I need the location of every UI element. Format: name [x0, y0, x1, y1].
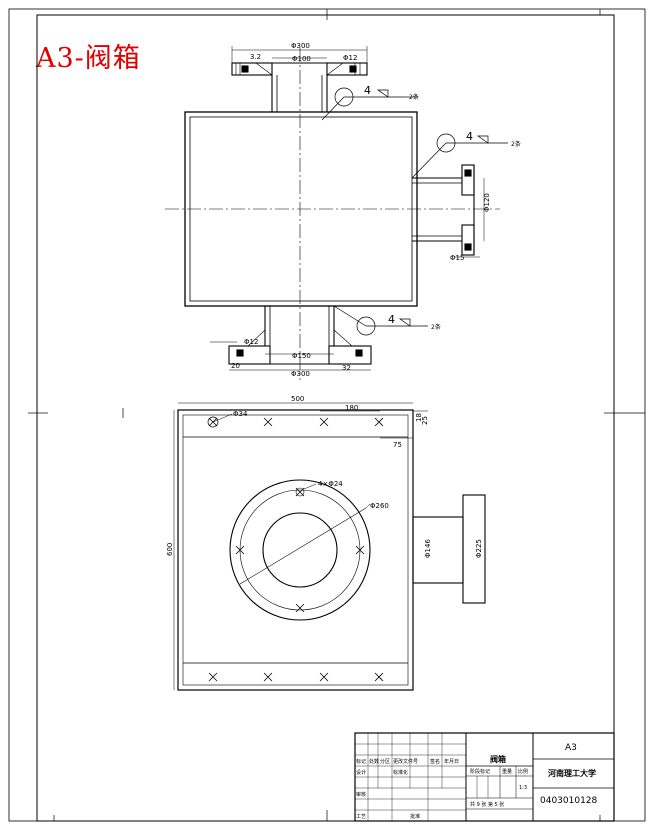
weld-callouts: [321, 87, 508, 336]
dim-right-hole-d: Φ15: [450, 254, 464, 262]
tb-label-approve: 批准: [410, 813, 420, 820]
tb-label-std: 标准化: [393, 769, 408, 776]
tb-label-process: 工艺: [356, 814, 366, 820]
dim-side-pipe-d: Φ146: [424, 539, 432, 558]
plan-dim-text: 500 180 18 75 Φ34 4×Φ24 Φ260 600 Φ146 Φ2…: [166, 395, 483, 558]
tb-label-scale: 比例: [518, 768, 528, 775]
tb-label-sign: 签名: [430, 758, 440, 765]
tb-label-design: 设计: [356, 769, 366, 776]
title-block: 阀箱 A3 河南理工大学 0403010128 标记 处数 分区 更改文件号 签…: [354, 732, 615, 822]
dim-bolt-holes: 4×Φ24: [318, 480, 343, 488]
plan-side-pipe: [412, 494, 486, 604]
weld-1-size: 4: [364, 84, 371, 97]
dim-bottom-flange-d: Φ300: [291, 370, 310, 378]
dim-side-flange-edge: 25: [421, 416, 429, 425]
top-pipe: [271, 75, 328, 112]
right-pipe: [412, 177, 462, 242]
dim-plan-edge: 75: [393, 441, 402, 449]
dim-bottom-flange-chamfer: 32: [342, 364, 351, 372]
front-dim-text: Φ300 Φ100 3.2 Φ12 Φ120 Φ15 Φ12 Φ150 Φ300…: [231, 42, 491, 378]
dim-top-flange-d: Φ300: [291, 42, 310, 50]
centre-lines: [165, 48, 500, 380]
weld-2-size: 4: [466, 130, 473, 143]
tb-part-name: 阀箱: [490, 754, 506, 764]
dim-plan-height: 600: [166, 543, 174, 556]
tb-label-zone: 分区: [380, 758, 390, 765]
dim-side-flange-d: Φ225: [475, 539, 483, 558]
tb-label-weight: 重量: [502, 768, 512, 775]
weld-3-size: 4: [388, 313, 395, 326]
tb-label-change: 更改文件号: [393, 758, 418, 765]
right-flange: [461, 164, 475, 256]
tb-scale-value: 1:3: [519, 785, 527, 791]
dim-bottom-flange-thk: 20: [231, 362, 240, 370]
dim-top-pipe-d: Φ100: [292, 55, 311, 63]
front-view: Φ300 Φ100 3.2 Φ12 Φ120 Φ15 Φ12 Φ150 Φ300…: [165, 42, 521, 380]
tb-label-date: 年月日: [444, 758, 459, 765]
bottom-pipe: [264, 306, 335, 346]
tb-sheets: 共 9 张 第 5 张: [470, 801, 504, 808]
plan-view: 500 180 18 75 Φ34 4×Φ24 Φ260 600 Φ146 Φ2…: [166, 395, 486, 691]
tb-drawing-no: 0403010128: [540, 796, 598, 806]
tb-org: 河南理工大学: [548, 768, 596, 778]
dim-bottom-pipe-d: Φ150: [292, 352, 311, 360]
dim-top-flange-thk: 3.2: [250, 53, 261, 61]
weld-1-count: 2条: [409, 93, 419, 101]
plan-x-marks: [208, 417, 384, 682]
tb-label-mark: 标记: [356, 758, 366, 765]
plan-inner: [182, 414, 409, 686]
dim-plan-width: 500: [291, 395, 304, 403]
weld-2-count: 2条: [511, 140, 521, 148]
front-dim-lines: [210, 46, 485, 371]
tb-label-review: 审核: [356, 791, 366, 798]
centering-marks: [28, 9, 645, 821]
dim-top-hole-d: Φ12: [343, 54, 357, 62]
plan-dim-lines: [173, 402, 428, 690]
weld-text: 4 2条 4 2条 4 2条: [364, 84, 521, 331]
dim-bottom-hole-d: Φ12: [244, 338, 258, 346]
top-flange: [231, 62, 368, 76]
dim-plan-edge-small: 18: [415, 413, 423, 422]
bottom-flange: [228, 329, 372, 365]
tb-sheet-size: A3: [565, 743, 577, 753]
dim-right-pipe-d: Φ120: [483, 193, 491, 212]
dim-flange-circle: Φ260: [370, 502, 389, 510]
dim-corner-hole: Φ34: [233, 410, 248, 418]
plan-flange: [229, 479, 371, 621]
weld-3-count: 2条: [431, 323, 441, 331]
dim-plan-offset: 180: [345, 404, 358, 412]
tb-label-count: 处数: [369, 758, 379, 765]
tb-label-stage: 阶段标记: [470, 768, 490, 775]
sheet-title: A3-阀箱: [36, 43, 141, 74]
plan-outer: [177, 409, 414, 691]
